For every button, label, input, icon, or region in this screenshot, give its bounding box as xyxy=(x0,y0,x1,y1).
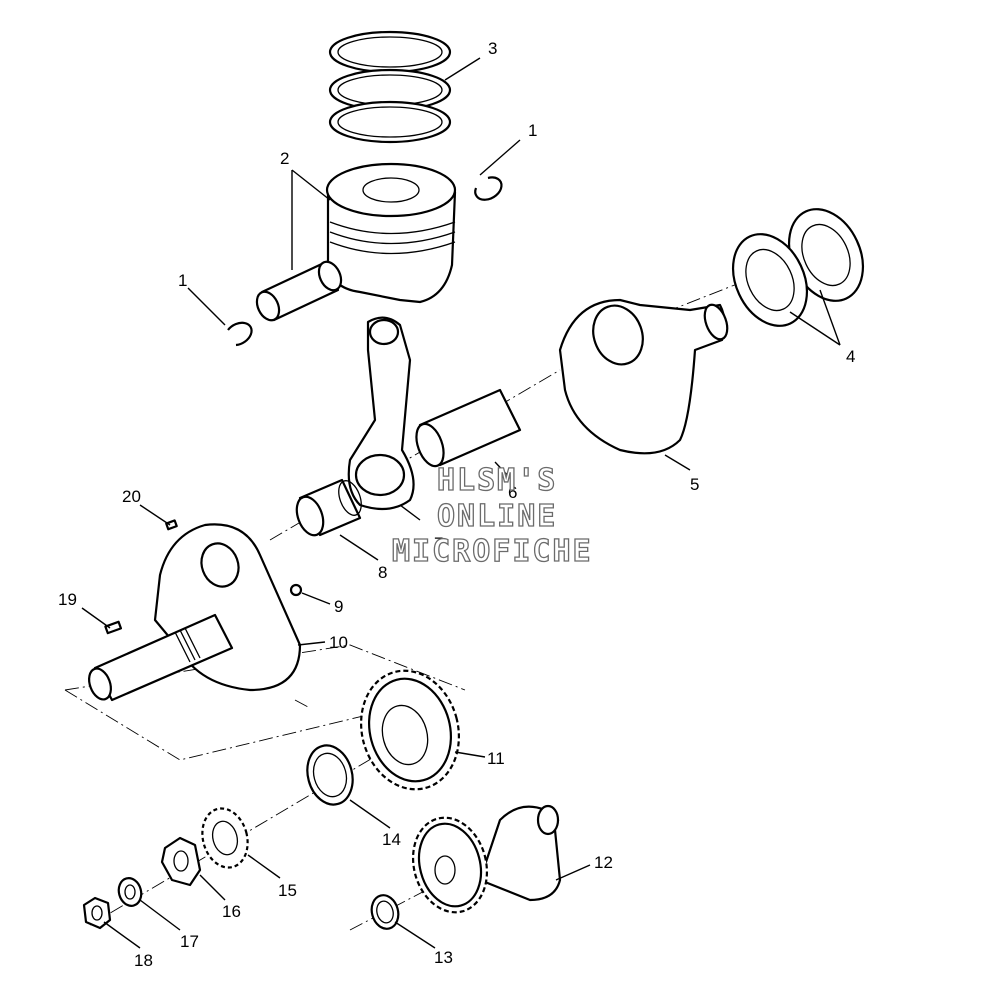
crank-half-left xyxy=(88,523,302,702)
callout-17: 17 xyxy=(180,932,199,951)
piston-rings xyxy=(328,30,452,144)
balancer-shaft xyxy=(411,804,562,914)
callout-14: 14 xyxy=(382,830,401,849)
callout-4: 4 xyxy=(846,347,855,366)
gear-drive xyxy=(360,669,460,791)
callout-1-left: 1 xyxy=(178,271,187,290)
circlips xyxy=(227,176,503,347)
callout-15: 15 xyxy=(278,881,297,900)
callout-13: 13 xyxy=(434,948,453,967)
callout-16: 16 xyxy=(222,902,241,921)
crank-half-right xyxy=(558,298,729,455)
callout-9: 9 xyxy=(334,597,343,616)
watermark-line-2: ONLINE xyxy=(437,499,557,534)
small-parts xyxy=(104,519,303,635)
callout-11: 11 xyxy=(487,749,505,768)
connecting-rod xyxy=(347,316,415,511)
callout-1-top: 1 xyxy=(528,121,537,140)
piston xyxy=(325,162,457,304)
callout-6: 6 xyxy=(508,483,517,502)
crank-pin xyxy=(415,388,522,468)
callout-7: 7 xyxy=(434,534,443,553)
main-bearings xyxy=(732,208,864,327)
callout-12: 12 xyxy=(594,853,613,872)
washer-14 xyxy=(306,744,354,806)
leader-lines xyxy=(81,57,841,949)
callout-19: 19 xyxy=(58,590,77,609)
watermark-line-3: MICROFICHE xyxy=(392,534,593,569)
callout-5: 5 xyxy=(690,475,699,494)
watermark-line-1: HLSM'S xyxy=(437,463,557,498)
callout-8: 8 xyxy=(378,563,387,582)
callout-labels: 3 1 2 1 4 5 6 7 8 9 10 11 12 13 14 15 16… xyxy=(58,39,855,970)
callout-10: 10 xyxy=(329,633,348,652)
piston-pin xyxy=(255,260,343,322)
washer-13 xyxy=(370,894,400,930)
callout-3: 3 xyxy=(488,39,497,58)
nut-and-washers xyxy=(82,836,202,930)
gear-small xyxy=(201,807,249,869)
needle-bearing xyxy=(295,478,362,537)
callout-2: 2 xyxy=(280,149,289,168)
watermark: HLSM'S ONLINE MICROFICHE xyxy=(391,462,593,569)
callout-20: 20 xyxy=(122,487,141,506)
callout-18: 18 xyxy=(134,951,153,970)
